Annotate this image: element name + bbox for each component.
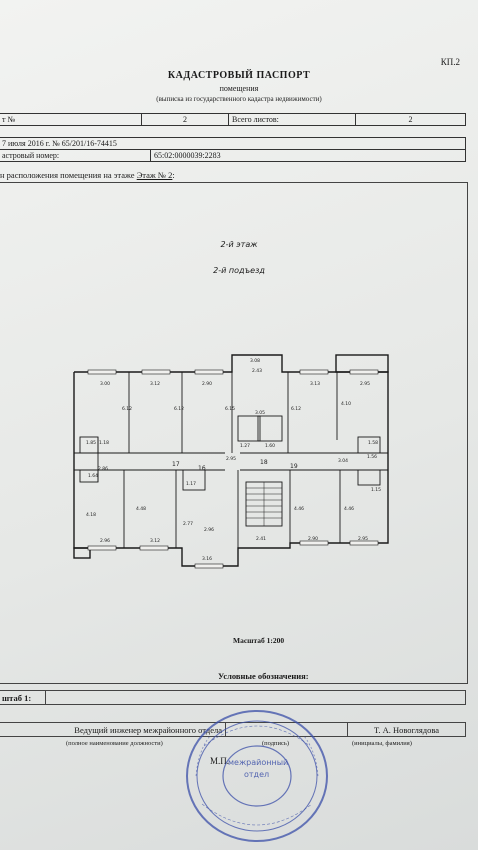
dim-label: 3.12 (150, 381, 160, 387)
dim-label: 3.12 (150, 538, 160, 544)
mp-label: М.П. (210, 756, 230, 766)
dim-label: 6.12 (122, 406, 132, 412)
dim-label: 2.95 (226, 456, 236, 462)
dim-label: 3.05 (255, 410, 265, 416)
dim-label: 1.60 (265, 443, 275, 449)
plan-caption-prefix: н расположения помещения на этаже (0, 170, 137, 180)
dim-label: 2.90 (202, 381, 212, 387)
dim-label: 3.08 (250, 358, 260, 364)
dim-label: 2.96 (204, 527, 214, 533)
dim-label: 1.58 (368, 440, 378, 446)
document-subtitle: помещения (219, 84, 259, 93)
room-number: 19 (290, 463, 298, 470)
total-sheets-label: Всего листов: (228, 113, 356, 126)
cadastral-table: 7 июля 2016 г. № 65/201/16-74415 астровы… (0, 137, 466, 162)
dim-label: 3.00 (100, 381, 110, 387)
form-number: КП.2 (440, 57, 460, 67)
dim-label: 1.17 (186, 481, 196, 487)
position-note: (полное наименование должности) (66, 740, 163, 747)
room-number: 17 (172, 461, 180, 468)
scale-row: штаб 1: (0, 690, 466, 705)
plan-caption-suffix: : (172, 170, 175, 180)
stamp-text-1: межрайонный (228, 758, 289, 767)
name-cell: Т. А. Новоглядова (347, 722, 466, 737)
dim-label: 1.18 (99, 440, 109, 446)
dim-label: 2.95 (360, 381, 370, 387)
scale-label: штаб 1: (0, 690, 46, 705)
room-number: 16 (198, 465, 206, 472)
dim-label: 2.90 (308, 536, 318, 542)
signature-note: (подпись) (262, 740, 289, 747)
plan-caption: н расположения помещения на этаже Этаж №… (0, 170, 175, 180)
dim-label: 6.15 (225, 406, 235, 412)
dim-label: 1.15 (371, 487, 381, 493)
plan-caption-floor: Этаж № 2 (136, 170, 173, 180)
stamp-text-2: отдел (244, 770, 270, 779)
sheet-value: 2 (141, 113, 229, 126)
dim-label: 2.77 (183, 521, 193, 527)
dim-label: 3.04 (338, 458, 348, 464)
dim-label: 3.13 (310, 381, 320, 387)
dim-label: 4.46 (344, 506, 354, 512)
floor-title: 2-й этаж (220, 240, 258, 249)
name-note: (инициалы, фамилия) (352, 740, 412, 747)
dim-label: 1.64 (88, 473, 98, 479)
plan-frame (0, 182, 468, 684)
dim-label: 2.43 (252, 368, 262, 374)
dim-label: 4.18 (86, 512, 96, 518)
dim-label: 4.10 (341, 401, 351, 407)
sheet-table: т № 2 Всего листов: 2 (0, 113, 466, 126)
entrance-title: 2-й подъезд (213, 266, 265, 275)
dim-label: 6.12 (174, 406, 184, 412)
scale-value-cell (45, 690, 466, 705)
dim-label: 4.46 (294, 506, 304, 512)
dim-label: 6.12 (291, 406, 301, 412)
dim-label: 2.41 (256, 536, 266, 542)
dim-label: 4.48 (136, 506, 146, 512)
dim-label: 2.95 (358, 536, 368, 542)
dim-label: 2.96 (100, 538, 110, 544)
plan-scale: Масштаб 1:200 (233, 636, 285, 645)
legend-title: Условные обозначения: (218, 671, 309, 681)
cadastral-value: 65:02:0000039:2283 (150, 149, 466, 162)
total-sheets-value: 2 (355, 113, 466, 126)
dim-label: 1.85 (86, 440, 96, 446)
dim-label: 2.86 (98, 466, 108, 472)
official-stamp: межрайонный отдел (182, 706, 332, 846)
document-title: КАДАСТРОВЫЙ ПАСПОРТ (167, 70, 311, 81)
dim-label: 1.27 (240, 443, 250, 449)
document-subtitle-note: (выписка из государственного кадастра не… (156, 95, 322, 103)
room-number: 18 (260, 459, 268, 466)
dim-label: 3.16 (202, 556, 212, 562)
dim-label: 1.56 (367, 454, 377, 460)
